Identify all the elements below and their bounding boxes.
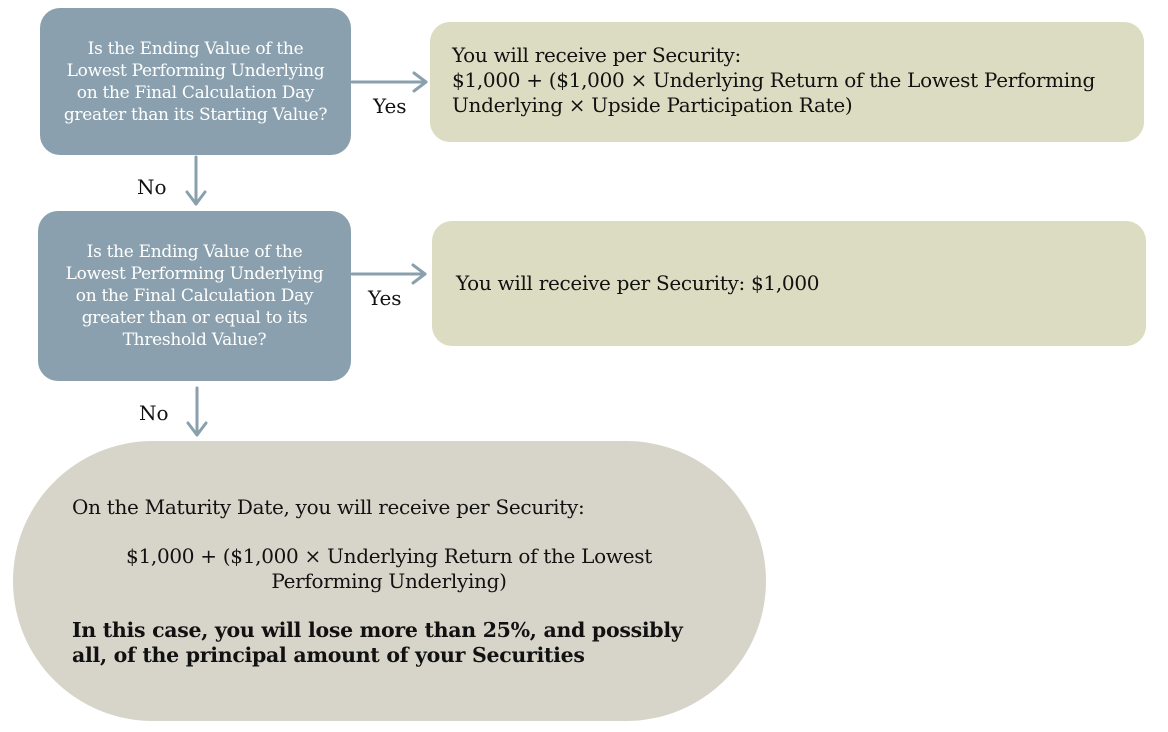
- no-label: No: [137, 175, 167, 199]
- result-text: You will receive per Security: $1,000: [456, 271, 820, 295]
- result-formula: $1,000 + ($1,000 × Underlying Return of …: [452, 68, 1095, 117]
- no-label: No: [139, 401, 169, 425]
- question-box-starting-value: Is the Ending Value of the Lowest Perfor…: [40, 8, 351, 155]
- outcome-heading: On the Maturity Date, you will receive p…: [72, 495, 585, 519]
- question-box-threshold-value: Is the Ending Value of the Lowest Perfor…: [38, 211, 351, 381]
- result-box-principal: You will receive per Security: $1,000: [432, 221, 1146, 346]
- outcome-box-loss: On the Maturity Date, you will receive p…: [13, 441, 766, 721]
- loss-warning: In this case, you will lose more than 25…: [72, 618, 683, 667]
- result-heading: You will receive per Security:: [452, 43, 741, 67]
- yes-label: Yes: [368, 286, 402, 310]
- arrow-q2-to-outcome: [186, 386, 208, 437]
- result-box-upside: You will receive per Security: $1,000 + …: [430, 22, 1144, 142]
- arrow-q1-to-result1: [350, 71, 428, 93]
- question-text: Is the Ending Value of the Lowest Perfor…: [65, 242, 324, 350]
- yes-label: Yes: [373, 94, 407, 118]
- question-text: Is the Ending Value of the Lowest Perfor…: [63, 38, 328, 125]
- arrow-q1-to-q2: [185, 155, 207, 206]
- outcome-formula: $1,000 + ($1,000 × Underlying Return of …: [126, 544, 652, 593]
- arrow-q2-to-result2: [350, 263, 427, 285]
